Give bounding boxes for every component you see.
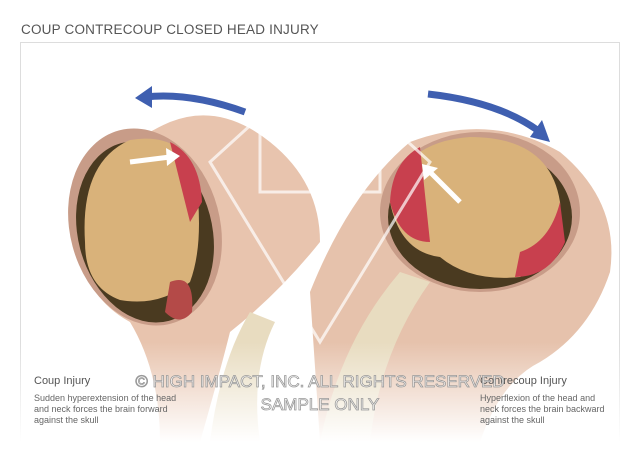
- head-injury-illustration: [20, 59, 620, 442]
- coup-head: [68, 115, 320, 442]
- coup-injury-area: [170, 142, 202, 222]
- backward-motion-arrow: [144, 92, 247, 116]
- page-title: COUP CONTRECOUP CLOSED HEAD INJURY: [21, 22, 319, 37]
- contrecoup-caption: Contrecoup Injury Hyperflexion of the he…: [480, 376, 610, 426]
- watermark-copyright: © HIGH IMPACT, INC. ALL RIGHTS RESERVED: [135, 372, 505, 392]
- forward-motion-arrow: [427, 90, 543, 135]
- coup-caption: Coup Injury Sudden hyperextension of the…: [34, 376, 184, 426]
- arrowhead-icon: [135, 86, 152, 108]
- arrowhead-icon: [530, 120, 550, 142]
- contrecoup-description: Hyperflexion of the head and neck forces…: [480, 393, 605, 425]
- coup-description: Sudden hyperextension of the head and ne…: [34, 393, 177, 425]
- brain: [84, 138, 199, 302]
- watermark-sample: SAMPLE ONLY: [260, 395, 380, 415]
- contrecoup-heading: Contrecoup Injury: [480, 375, 567, 387]
- motion-arrows: [144, 90, 543, 135]
- coup-heading: Coup Injury: [34, 375, 91, 387]
